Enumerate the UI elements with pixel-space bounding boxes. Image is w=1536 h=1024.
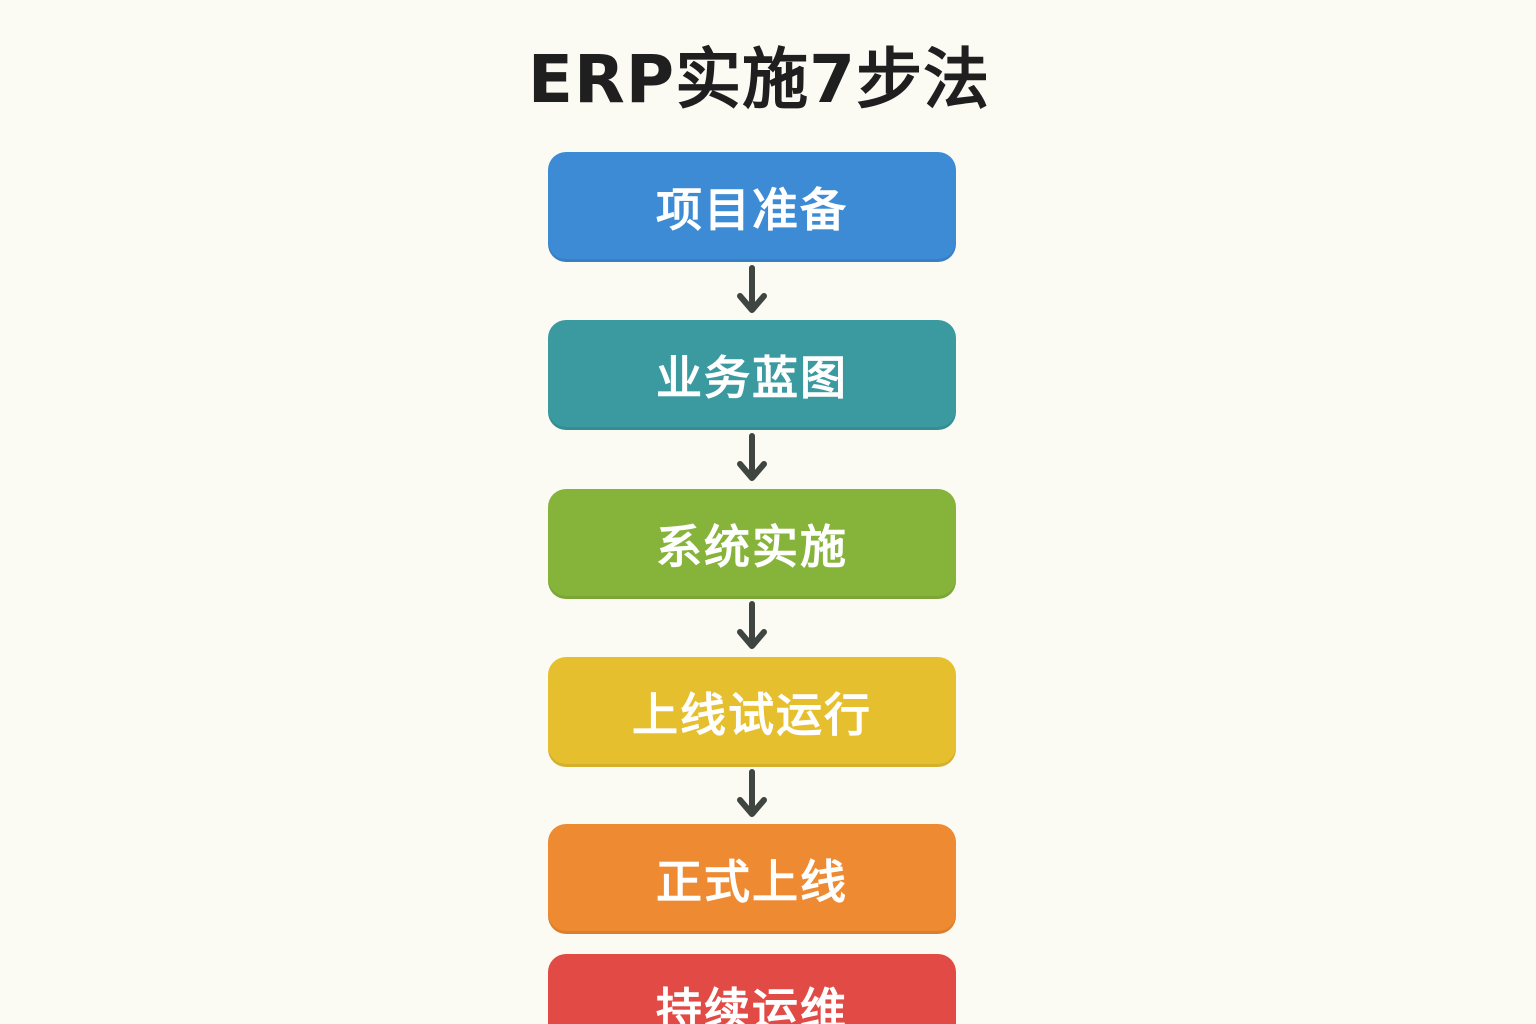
step-label: 正式上线 bbox=[656, 855, 848, 909]
arrow-down-icon bbox=[737, 265, 767, 313]
arrow-down-icon bbox=[737, 601, 767, 649]
page-title: ERP实施7步法 bbox=[0, 38, 1536, 122]
step-business-blueprint: 业务蓝图 bbox=[548, 320, 956, 430]
arrow-down-icon bbox=[737, 769, 767, 817]
arrow-down-icon bbox=[737, 433, 767, 481]
title-text: ERP实施7步法 bbox=[527, 41, 991, 118]
step-label: 系统实施 bbox=[656, 520, 848, 574]
step-label: 上线试运行 bbox=[632, 688, 872, 742]
step-project-preparation: 项目准备 bbox=[548, 152, 956, 262]
step-label: 持续运维 bbox=[656, 983, 848, 1024]
step-go-live: 正式上线 bbox=[548, 824, 956, 934]
step-ongoing-maintenance: 持续运维 bbox=[548, 954, 956, 1024]
step-label: 项目准备 bbox=[656, 183, 848, 237]
step-trial-run: 上线试运行 bbox=[548, 657, 956, 767]
step-label: 业务蓝图 bbox=[656, 351, 848, 405]
step-system-implementation: 系统实施 bbox=[548, 489, 956, 599]
